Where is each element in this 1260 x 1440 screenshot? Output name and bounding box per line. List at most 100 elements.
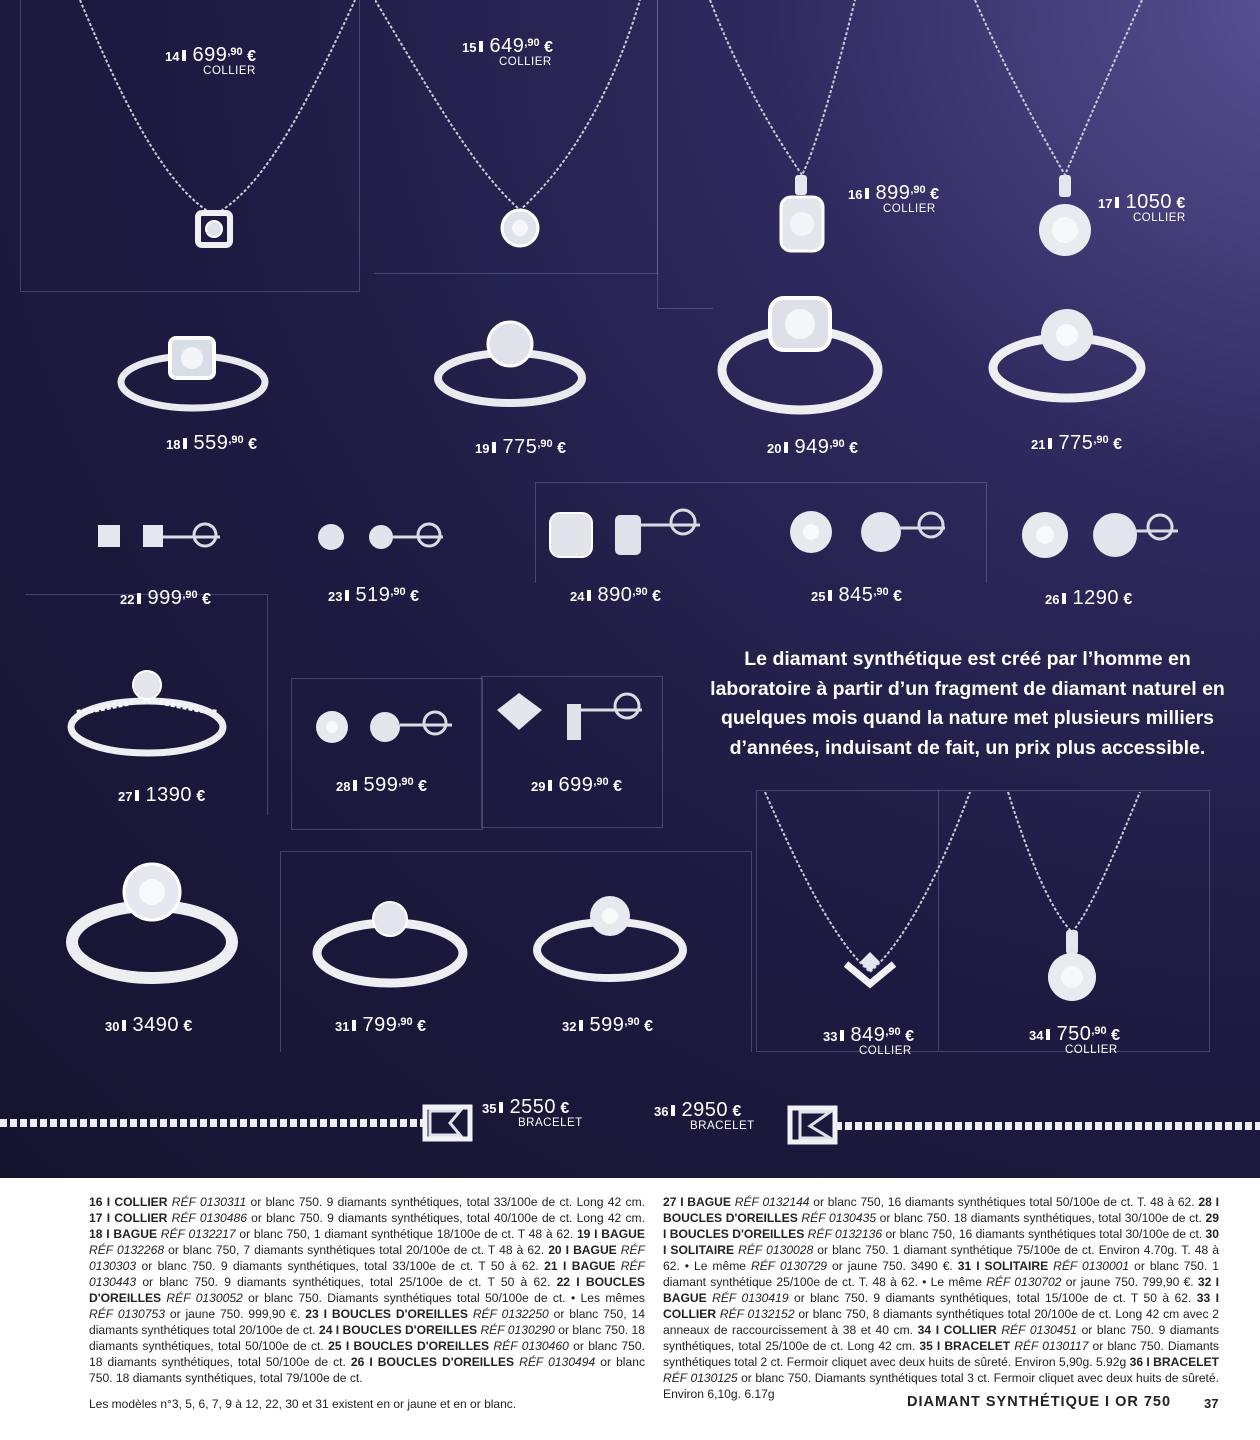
description-18: 18 I BAGUE RÉF 0132217 or blanc 750, 1 d… (89, 1227, 574, 1241)
description-25: 25 I BOUCLES D'OREILLES RÉF 0130460 or b… (89, 1339, 645, 1369)
necklace-15-image (375, 0, 641, 248)
description-32: 32 I BAGUE RÉF 0130419 or blanc 750. 9 d… (663, 1275, 1219, 1305)
description-19: 19 I BAGUE RÉF 0132268 or blanc 750, 7 d… (89, 1227, 645, 1257)
description-17: 17 I COLLIER RÉF 0130486 or blanc 750. 9… (89, 1211, 645, 1225)
earrings-22-image (98, 522, 220, 548)
separator-bar (865, 188, 870, 199)
divider-frame (657, 0, 713, 309)
necklace-14-image (79, 0, 356, 248)
divider-frame (481, 676, 663, 828)
earrings-29-image (497, 692, 642, 740)
separator-bar (352, 1020, 357, 1031)
description-21: 21 I BAGUE RÉF 0130443 or blanc 750. 9 d… (89, 1259, 645, 1289)
description-34: 34 I COLLIER RÉF 0130451 or blanc 750. 9… (663, 1323, 1219, 1353)
separator-bar (548, 780, 553, 791)
descriptions-column-left: 16 I COLLIER RÉF 0130311 or blanc 750. 9… (89, 1194, 645, 1386)
synthetic-diamond-tagline: Le diamant synthétique est créé par l’ho… (710, 648, 1225, 759)
separator-bar (345, 590, 350, 601)
divider-frame (25, 594, 268, 815)
separator-bar (122, 1020, 127, 1031)
separator-bar (587, 590, 592, 601)
separator-bar (353, 780, 358, 791)
ring-20-image (717, 296, 883, 415)
divider-frame (756, 790, 1210, 1052)
models-footnote: Les modèles n°3, 5, 6, 7, 9 à 12, 22, 30… (89, 1397, 517, 1411)
separator-bar (840, 1030, 845, 1041)
description-27: 27 I BAGUE RÉF 0132144 or blanc 750, 16 … (663, 1195, 1195, 1209)
ring-19-image (434, 320, 586, 407)
earrings-24-image (549, 508, 700, 558)
ring-18-image (117, 336, 269, 412)
separator-bar (784, 442, 789, 453)
separator-bar (579, 1020, 584, 1031)
ring-31-image (312, 901, 468, 988)
separator-bar (828, 590, 833, 601)
separator-bar (671, 1105, 676, 1116)
separator-bar (1046, 1029, 1051, 1040)
separator-bar (499, 1102, 504, 1113)
description-16: 16 I COLLIER RÉF 0130311 or blanc 750. 9… (89, 1195, 645, 1209)
earrings-26-image (1022, 512, 1178, 558)
separator-bar (1048, 438, 1053, 449)
earrings-28-image (316, 710, 452, 743)
divider-frame (280, 851, 752, 1052)
description-20: 20 I BAGUE RÉF 0130303 or blanc 750. 9 d… (89, 1243, 645, 1273)
separator-bar (183, 438, 188, 449)
separator-bar (492, 442, 497, 453)
ring-30-image (66, 862, 238, 984)
bracelet-36-image (787, 1105, 1260, 1145)
ring-21-image (988, 309, 1146, 403)
bracelet-35-image (0, 1104, 473, 1142)
description-35: 35 I BRACELET RÉF 0130117 or blanc 750. … (663, 1339, 1219, 1369)
earrings-23-image (318, 522, 443, 550)
page-number: 37 (1204, 1396, 1219, 1411)
description-33: 33 I COLLIER RÉF 0132152 or blanc 750, 8… (663, 1291, 1219, 1337)
description-30: 30 I SOLITAIRE RÉF 0130028 or blanc 750.… (663, 1227, 1219, 1273)
ring-27-image (67, 670, 227, 757)
separator-bar (182, 50, 187, 61)
description-23: 23 I BOUCLES D'OREILLES RÉF 0132250 or b… (89, 1307, 645, 1337)
divider-frame (20, 0, 360, 292)
necklace-17-image (974, 0, 1143, 256)
necklace-34-image (1007, 792, 1141, 1001)
separator-bar (135, 790, 140, 801)
description-26: 26 I BOUCLES D'OREILLES RÉF 0130494 or b… (89, 1355, 645, 1385)
necklace-33-image (764, 792, 971, 989)
necklace-16-image (709, 0, 856, 253)
divider-frame (291, 678, 483, 830)
description-36: 36 I BRACELET RÉF 0130125 or blanc 750. … (663, 1355, 1219, 1401)
separator-bar (1062, 593, 1067, 604)
section-footer-title: DIAMANT SYNTHÉTIQUE I OR 750 (907, 1394, 1172, 1410)
description-24: 24 I BOUCLES D'OREILLES RÉF 0130290 or b… (89, 1323, 645, 1353)
ring-32-image (533, 896, 687, 982)
divider-frame (374, 0, 658, 274)
description-29: 29 I BOUCLES D'OREILLES RÉF 0132136 or b… (663, 1211, 1219, 1241)
separator-bar (479, 41, 484, 52)
description-31: 31 I SOLITAIRE RÉF 0130001 or blanc 750.… (663, 1259, 1219, 1289)
description-28: 28 I BOUCLES D'OREILLES RÉF 0130435 or b… (663, 1195, 1219, 1225)
separator-bar (137, 593, 142, 604)
